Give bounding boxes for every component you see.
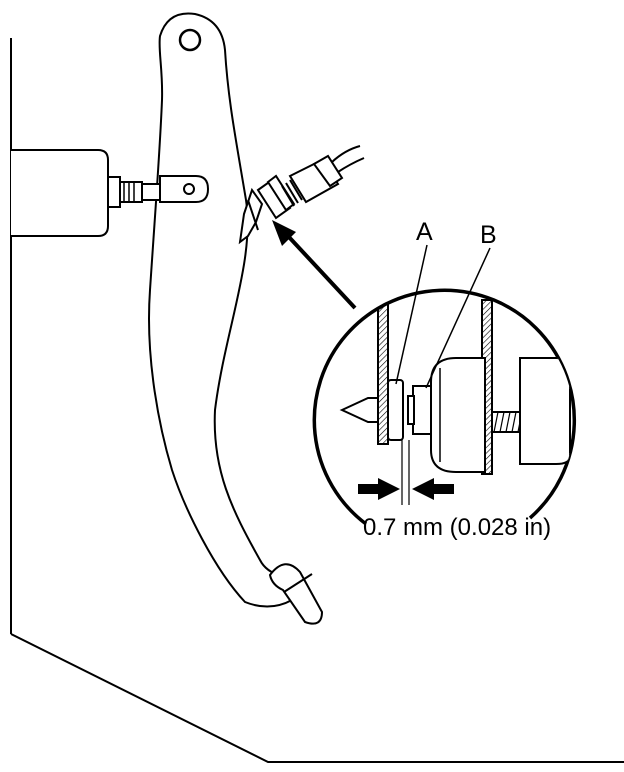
switch-collar [412, 385, 432, 435]
dimension-arrow-right [412, 478, 454, 500]
label-a: A [416, 218, 433, 246]
switch-plunger-tip [339, 397, 379, 423]
brake-pedal-arm [148, 12, 294, 608]
pushrod-clevis [141, 175, 210, 203]
dimension-arrow-left [358, 478, 400, 500]
brake-light-switch [238, 154, 344, 245]
bracket-plate [377, 299, 389, 445]
switch-body [430, 357, 486, 473]
pedal-pad [268, 563, 324, 625]
switch-wires [331, 145, 365, 173]
detail-contents [339, 299, 571, 475]
lock-nut [519, 357, 571, 465]
detail-circle [312, 288, 577, 526]
leader-lines [395, 244, 491, 389]
pedal-stopper [387, 379, 404, 441]
detail-pointer-arrow [272, 220, 357, 310]
dimension-extension-lines [401, 440, 410, 505]
firewall-outline [10, 38, 624, 763]
dimension-text: 0.7 mm (0.028 in) [363, 514, 551, 541]
label-b: B [480, 221, 497, 249]
master-cylinder [11, 149, 143, 237]
